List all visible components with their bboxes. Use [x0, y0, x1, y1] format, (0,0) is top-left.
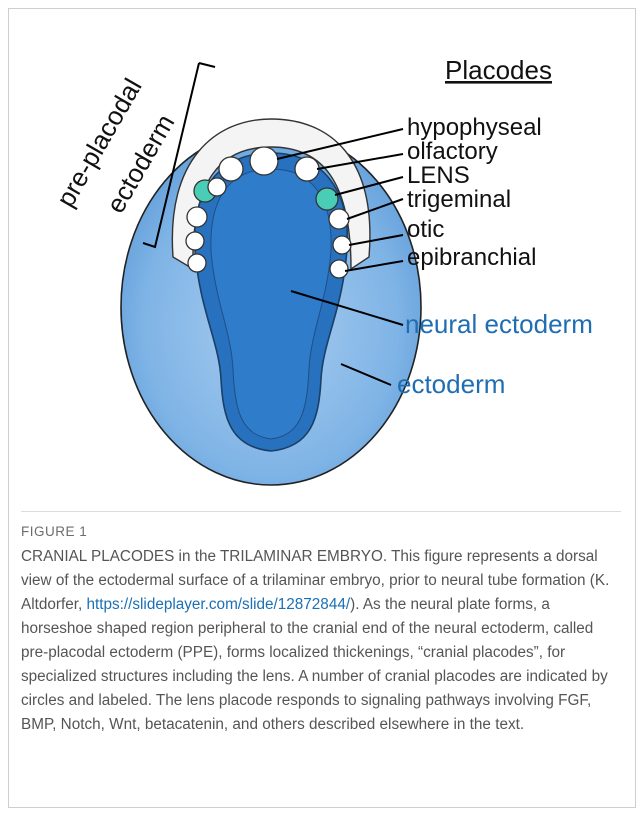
trigeminal-placode-right: [329, 209, 349, 229]
caption-text-after-link: ). As the neural plate forms, a horsesho…: [21, 596, 608, 733]
label-epibranchial: epibranchial: [407, 244, 536, 271]
label-otic: otic: [407, 216, 444, 243]
placode-extra: [208, 178, 226, 196]
figure-card: Placodes hypophyseal olfactory LENS trig…: [8, 8, 636, 808]
epibranchial-placode-left: [188, 254, 206, 272]
epibranchial-placode-right: [330, 260, 348, 278]
embryo-diagram: Placodes hypophyseal olfactory LENS trig…: [21, 19, 625, 499]
embryo-svg: Placodes hypophyseal olfactory LENS trig…: [21, 19, 625, 499]
otic-placode-right: [333, 236, 351, 254]
trigeminal-placode-left: [187, 207, 207, 227]
figure-caption: FIGURE 1 CRANIAL PLACODES in the TRILAMI…: [21, 511, 621, 801]
label-ectoderm: ectoderm: [397, 369, 505, 399]
olfactory-placode-left: [219, 157, 243, 181]
hypophyseal-placode: [250, 147, 278, 175]
label-trigeminal: trigeminal: [407, 186, 511, 213]
placodes-header: Placodes: [445, 55, 552, 85]
lens-placode-right: [316, 188, 338, 210]
otic-placode-left: [186, 232, 204, 250]
olfactory-placode-right: [295, 157, 319, 181]
label-lens: LENS: [407, 162, 470, 189]
label-hypophyseal: hypophyseal: [407, 114, 542, 141]
figure-label: FIGURE 1: [21, 524, 621, 539]
caption-text: CRANIAL PLACODES in the TRILAMINAR EMBRY…: [21, 545, 621, 737]
label-neural-ectoderm: neural ectoderm: [405, 309, 593, 339]
label-olfactory: olfactory: [407, 138, 498, 165]
source-link[interactable]: https://slideplayer.com/slide/12872844/: [86, 596, 350, 613]
